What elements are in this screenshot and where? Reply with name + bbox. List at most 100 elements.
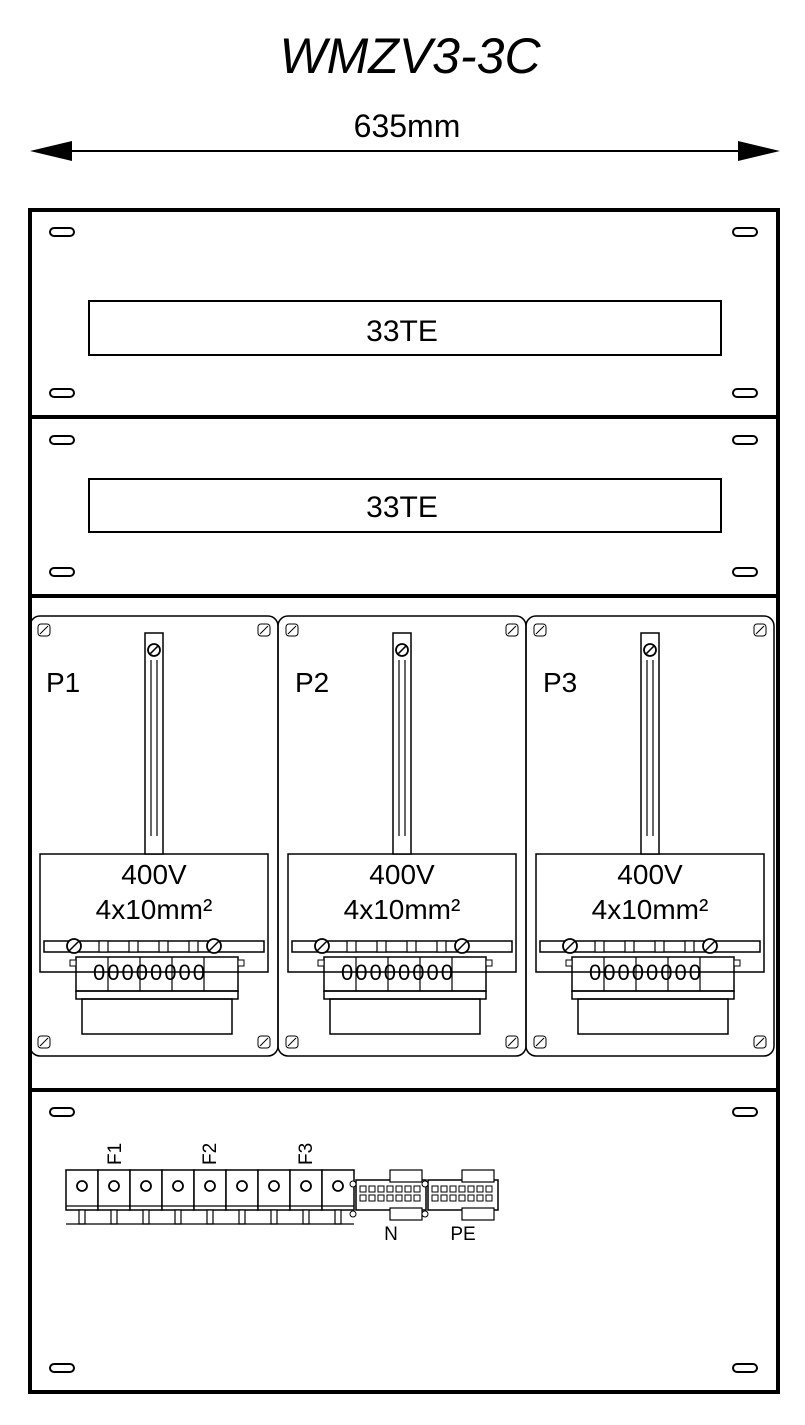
meter-hardware	[533, 623, 767, 1049]
slot-icon	[49, 227, 75, 237]
meter-panel-frame	[525, 615, 775, 1057]
breaker-label-f1: F1	[105, 1143, 126, 1165]
breaker-terminal-icon	[172, 1180, 184, 1192]
meter-voltage: 400V	[121, 859, 187, 890]
rail-label: 33TE	[366, 491, 438, 524]
terminal-slot	[98, 940, 109, 953]
meter-hardware	[37, 623, 271, 1049]
breaker-terminal-icon	[300, 1180, 312, 1192]
breaker-clip	[110, 1209, 118, 1225]
terminal-slot	[188, 940, 199, 953]
breaker-clip	[270, 1209, 278, 1225]
breaker-terminal-icon	[268, 1180, 280, 1192]
terminal-label-pe: PE	[450, 1224, 475, 1245]
slot-icon	[732, 567, 758, 577]
slot-icon	[732, 1363, 758, 1373]
breaker-clip	[78, 1209, 86, 1225]
meter-cable: 4x10mm²	[96, 894, 213, 925]
terminal-slot	[158, 940, 169, 953]
rail-label-strip	[88, 300, 722, 356]
breaker-clip	[174, 1209, 182, 1225]
terminal-blocks	[349, 1169, 499, 1221]
hanger-rail	[640, 632, 660, 855]
terminal-slot	[654, 940, 665, 953]
board-title: WMZV3-3C	[279, 28, 541, 84]
slot-icon	[49, 435, 75, 445]
meter-terminal-block: 00000000	[589, 960, 703, 985]
terminal-slot	[684, 940, 695, 953]
terminal-bar	[43, 940, 265, 953]
breaker-clip	[238, 1209, 246, 1225]
slot-icon	[49, 388, 75, 398]
rail-panel-1: 33TE	[88, 300, 722, 356]
breaker-module	[129, 1169, 163, 1225]
breaker-module	[193, 1169, 227, 1225]
meter-panel-id: P1	[46, 667, 80, 698]
slot-icon	[732, 1107, 758, 1117]
breaker-module	[321, 1169, 355, 1225]
meter-hardware-details	[37, 623, 767, 1049]
breaker-clip	[334, 1209, 342, 1225]
arrow-right-icon	[738, 141, 780, 161]
rail-label-strip	[88, 478, 722, 533]
meter-panel-1: P1 400V 4x10mm² 00000000	[29, 615, 279, 1057]
meter-panel-id: P3	[543, 667, 577, 698]
terminal-slot	[436, 940, 447, 953]
terminal-slot	[406, 940, 417, 953]
terminal-codes: 00000000	[589, 960, 703, 985]
breaker-module	[289, 1169, 323, 1225]
slot-icon	[49, 567, 75, 577]
breaker-terminal-icon	[236, 1180, 248, 1192]
terminal-bar	[291, 940, 513, 953]
breaker-label-f2: F2	[200, 1143, 221, 1165]
breaker-label-f3: F3	[296, 1143, 317, 1165]
breaker-clip	[142, 1209, 150, 1225]
width-label: 635mm	[354, 108, 461, 144]
rail-panel-2: 33TE	[88, 478, 722, 533]
slot-icon	[49, 1363, 75, 1373]
meter-terminal-block: 00000000	[93, 960, 207, 985]
breaker-terminal-icon	[332, 1180, 344, 1192]
arrow-left-icon	[30, 141, 72, 161]
breaker-terminal-icon	[204, 1180, 216, 1192]
breaker-terminal-icon	[76, 1180, 88, 1192]
terminal-slot	[376, 940, 387, 953]
breaker-module	[161, 1169, 195, 1225]
breaker-module	[225, 1169, 259, 1225]
breaker-clip	[302, 1209, 310, 1225]
breaker-terminal-icon	[108, 1180, 120, 1192]
meter-voltage: 400V	[369, 859, 435, 890]
hanger-rail	[392, 632, 412, 855]
slot-icon	[732, 435, 758, 445]
breaker-panel: F1 F2 F3 N PE	[65, 1143, 499, 1245]
hanger-rail	[144, 632, 164, 855]
meter-cable: 4x10mm²	[592, 894, 709, 925]
terminal-slot	[624, 940, 635, 953]
terminal-slot	[128, 940, 139, 953]
meter-voltage: 400V	[617, 859, 683, 890]
meter-hardware	[285, 623, 519, 1049]
terminal-codes: 00000000	[341, 960, 455, 985]
width-dimension: 635mm	[30, 108, 780, 161]
mounting-slots	[49, 227, 758, 1373]
meter-cable: 4x10mm²	[344, 894, 461, 925]
terminal-cover	[81, 998, 233, 1035]
meter-panel-3: P3 400V 4x10mm² 00000000	[525, 615, 775, 1057]
circuit-breaker-row	[65, 1169, 355, 1225]
terminal-slot	[594, 940, 605, 953]
slot-icon	[732, 227, 758, 237]
meter-terminal-block: 00000000	[341, 960, 455, 985]
rail-label: 33TE	[366, 315, 438, 348]
terminal-label-n: N	[384, 1224, 398, 1245]
terminal-codes: 00000000	[93, 960, 207, 985]
terminal-cover	[329, 998, 481, 1035]
meter-panel-2: P2 400V 4x10mm² 00000000	[277, 615, 527, 1057]
terminal-bar	[539, 940, 761, 953]
terminal-cover	[577, 998, 729, 1035]
pe-terminal-block	[421, 1169, 499, 1221]
breaker-clip	[206, 1209, 214, 1225]
terminal-slot	[346, 940, 357, 953]
meter-panel-id: P2	[295, 667, 329, 698]
breaker-terminal-icon	[140, 1180, 152, 1192]
